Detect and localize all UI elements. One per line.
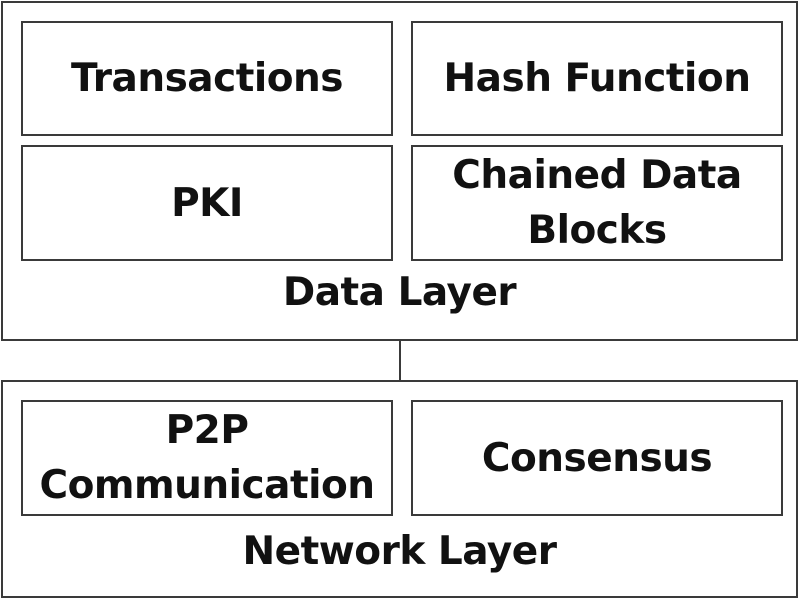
transactions-box: Transactions	[21, 21, 393, 136]
transactions-label: Transactions	[70, 56, 344, 101]
hash-function-label: Hash Function	[443, 56, 751, 101]
p2p-communication-line-2: Communication	[39, 463, 375, 508]
consensus-label: Consensus	[481, 435, 713, 481]
network-layer-label: Network Layer	[242, 529, 557, 574]
hash-function-box: Hash Function	[411, 21, 783, 136]
chained-data-blocks-box: Chained Data Blocks	[411, 145, 783, 261]
layer-connector-line	[399, 341, 401, 380]
p2p-communication-line-1: P2P	[165, 408, 249, 453]
network-layer-container: P2P Communication Consensus Network Laye…	[1, 380, 798, 598]
consensus-box: Consensus	[411, 400, 783, 516]
data-layer-label: Data Layer	[282, 270, 517, 315]
chained-data-blocks-line-2: Blocks	[527, 208, 667, 253]
chained-data-blocks-line-1: Chained Data	[452, 153, 742, 198]
data-layer-container: Transactions Hash Function PKI Chained D…	[1, 1, 798, 341]
pki-box: PKI	[21, 145, 393, 261]
p2p-communication-label: P2P Communication	[39, 403, 375, 513]
pki-label: PKI	[171, 180, 243, 226]
chained-data-blocks-label: Chained Data Blocks	[452, 148, 742, 258]
p2p-communication-box: P2P Communication	[21, 400, 393, 516]
